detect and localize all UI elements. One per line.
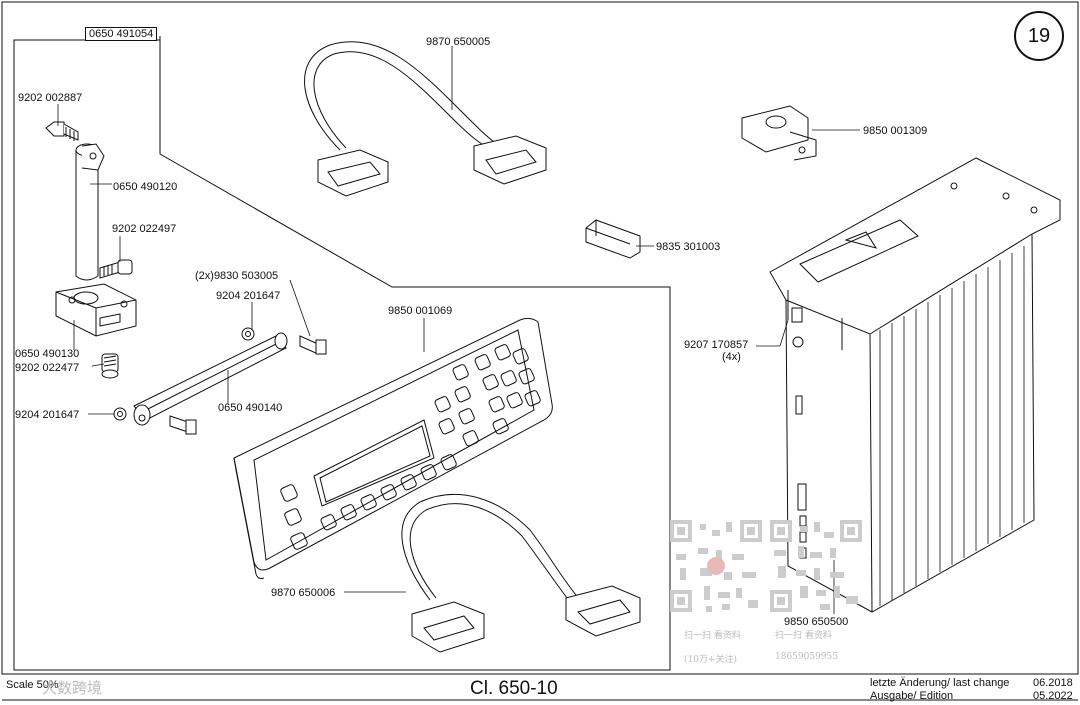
edition-label: Ausgabe/ Edition: [870, 690, 954, 702]
scale-text: Scale 50%: [6, 679, 59, 691]
bracket-part: [741, 105, 817, 161]
qr-code-right: [770, 520, 862, 612]
part-label-mount-screw-qty: (4x): [722, 351, 741, 363]
cable-bottom-part: [401, 494, 641, 653]
part-label-rod: 0650 490120: [113, 181, 178, 193]
part-label-cable-bottom: 9870 650006: [271, 587, 336, 599]
assembly-outline: [13, 36, 671, 671]
cable-top-part: [304, 41, 547, 197]
terminal-part: [233, 317, 553, 579]
part-label-pin: (2x)9830 503005: [195, 270, 279, 282]
bar-part: [133, 332, 288, 426]
part-label-terminal: 9850 001069: [388, 305, 453, 317]
part-label-screw-bottom: 9202 022477: [15, 362, 80, 374]
part-label-washer-upper: 9204 201647: [216, 290, 281, 302]
part-label-dongle: 9835 301003: [656, 241, 721, 253]
pin-parts: [169, 335, 327, 435]
page-number-badge: 19: [1014, 11, 1064, 61]
part-label-washer-lower: 9204 201647: [15, 409, 80, 421]
drawing-title: Cl. 650-10: [470, 678, 558, 699]
part-label-bar: 0650 490140: [218, 402, 283, 414]
edition-date: 05.2022: [1033, 690, 1073, 702]
part-label-mount-screw: 9207 170857: [684, 339, 749, 351]
screw-mid-part: [99, 259, 133, 279]
qr-caption-right-1: 扫一扫 看资料: [775, 631, 832, 641]
qr-caption-left-2: (10万+关注): [684, 655, 738, 665]
rod-part: [75, 143, 105, 281]
part-label-bracket: 9850 001309: [863, 125, 928, 137]
watermark-text: 大数跨境: [42, 680, 103, 697]
screw-top-part: [45, 121, 79, 141]
dongle-part: [585, 219, 641, 259]
part-label-screw-mid: 9202 022497: [112, 223, 177, 235]
leader-lines: [57, 46, 860, 614]
qr-code-left: [670, 520, 762, 612]
part-label-clamp: 0650 490130: [15, 348, 80, 360]
screw-bottom-part: [101, 353, 119, 379]
qr-caption-right-2: 18659059955: [775, 652, 838, 662]
last-change-label: letzte Änderung/ last change: [870, 677, 1010, 689]
part-label-controller: 9850 650500: [784, 616, 849, 628]
part-label-screw-top: 9202 002887: [18, 92, 83, 104]
last-change-date: 06.2018: [1033, 677, 1073, 689]
assembly-label: 0650 491054: [85, 27, 158, 41]
controller-part: [769, 157, 1061, 613]
clamp-part: [55, 283, 137, 337]
washer-parts: [113, 327, 255, 421]
part-label-cable-top: 9870 650005: [426, 36, 491, 48]
qr-caption-left-1: 扫一扫 看资料: [684, 631, 741, 641]
